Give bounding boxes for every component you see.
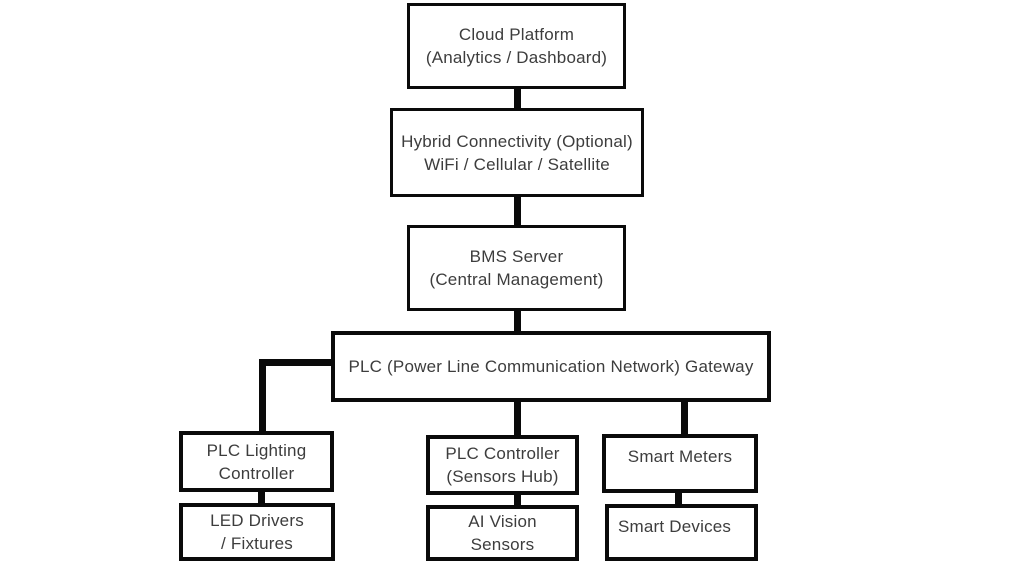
node-bms-server-line1: BMS Server — [469, 247, 564, 266]
node-smart-meters-line1: Smart Meters — [627, 447, 733, 466]
edge-gateway-to-smart-meters — [681, 400, 688, 436]
node-cloud-platform-line1: Cloud Platform — [458, 25, 575, 44]
node-ai-vision-sensors: AI Vision Sensors — [426, 505, 579, 561]
node-hybrid-connectivity-line2: WiFi / Cellular / Satellite — [424, 154, 610, 174]
node-led-drivers-fixtures: LED Drivers / Fixtures — [179, 503, 335, 561]
node-led-drivers-line2: / Fixtures — [221, 534, 293, 553]
edge-meters-to-smart-devices — [675, 491, 682, 506]
node-bms-server: BMS Server (Central Management) — [407, 225, 626, 311]
node-cloud-platform: Cloud Platform (Analytics / Dashboard) — [407, 3, 626, 89]
node-plc-gateway: PLC (Power Line Communication Network) G… — [331, 331, 771, 402]
edge-controller-to-ai-vision — [514, 493, 521, 507]
node-hybrid-connectivity-line1: Hybrid Connectivity (Optional) — [401, 131, 633, 151]
node-bms-server-line2: (Central Management) — [429, 270, 604, 289]
node-ai-vision-line2: Sensors — [470, 535, 535, 554]
node-plc-lighting-controller-line1: PLC Lighting — [206, 440, 307, 460]
node-plc-gateway-line1: PLC (Power Line Communication Network) G… — [348, 357, 754, 376]
node-hybrid-connectivity: Hybrid Connectivity (Optional) WiFi / Ce… — [390, 108, 644, 197]
edge-gateway-to-lighting-vertical — [259, 359, 266, 433]
edge-bms-to-gateway — [514, 309, 521, 333]
node-plc-controller-sensors-hub: PLC Controller (Sensors Hub) — [426, 435, 579, 495]
node-smart-devices-line1: Smart Devices — [618, 517, 732, 536]
edge-gateway-to-plc-controller — [514, 400, 521, 437]
node-led-drivers-line1: LED Drivers — [210, 511, 304, 530]
node-plc-controller-line2: (Sensors Hub) — [446, 467, 559, 486]
node-ai-vision-line1: AI Vision — [468, 512, 537, 531]
node-plc-lighting-controller-line2: Controller — [218, 463, 295, 483]
edge-gateway-to-lighting-horizontal — [259, 359, 334, 366]
node-plc-controller-line1: PLC Controller — [445, 444, 560, 463]
edge-hybrid-to-bms — [514, 195, 521, 227]
edge-lighting-to-led-drivers — [258, 490, 265, 505]
edge-cloud-to-hybrid — [514, 87, 521, 110]
node-smart-meters: Smart Meters — [602, 434, 758, 493]
node-cloud-platform-line2: (Analytics / Dashboard) — [425, 48, 608, 67]
node-smart-devices: Smart Devices — [605, 504, 758, 561]
node-plc-lighting-controller: PLC Lighting Controller — [179, 431, 334, 492]
